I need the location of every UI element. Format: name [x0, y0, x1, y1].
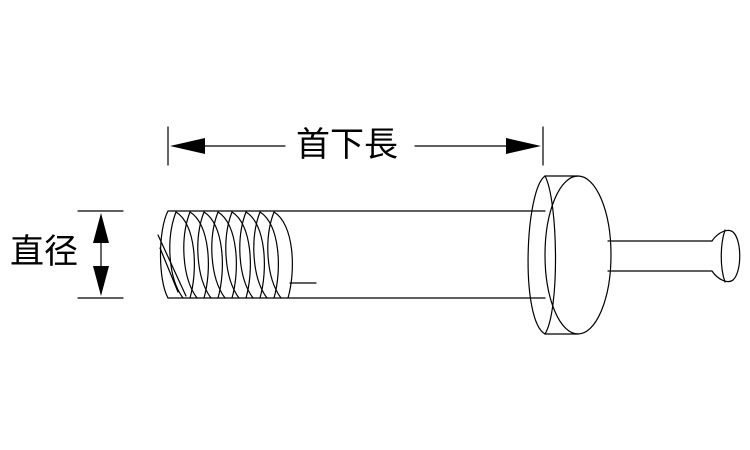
sleeve-body [157, 210, 546, 299]
sleeve-slot [157, 234, 187, 297]
sleeve-front-end [159, 210, 169, 299]
sleeve-slot-inner [159, 247, 179, 293]
head-flange-back-rim [527, 175, 546, 335]
drive-pin [607, 229, 741, 283]
length-arrow-right [506, 138, 541, 154]
length-dimension [167, 126, 544, 166]
pin-head [711, 229, 741, 283]
length-arrow-left [170, 138, 205, 154]
diameter-dimension [77, 210, 124, 299]
length-label: 首下長 [290, 125, 404, 165]
diameter-label: 直径 [10, 232, 78, 272]
diameter-arrow-bottom [93, 266, 109, 296]
head-flange [527, 175, 612, 335]
thread-helix [169, 211, 293, 299]
diameter-arrow-top [93, 213, 109, 243]
pin-head-rim [720, 229, 726, 283]
head-flange-inner-rim [544, 175, 557, 335]
